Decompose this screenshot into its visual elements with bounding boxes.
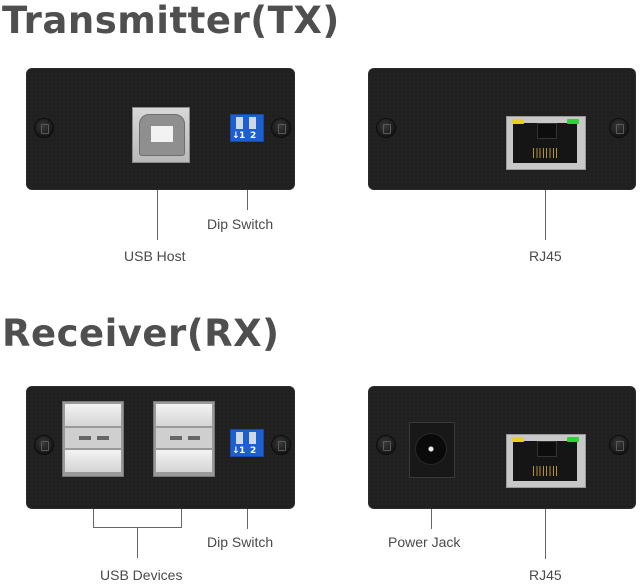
label-dip-switch: Dip Switch <box>207 534 274 550</box>
callout-line-rj45 <box>545 509 546 559</box>
callout-bracket-right <box>181 509 182 527</box>
callout-line-usb-host <box>157 190 158 240</box>
label-power-jack: Power Jack <box>388 534 461 550</box>
label-rj45: RJ45 <box>529 248 562 264</box>
dip-number-2: 2 <box>250 446 257 456</box>
rx-usb-panel: ↓ 1 2 <box>26 386 295 509</box>
label-rj45: RJ45 <box>529 567 562 583</box>
dip-switch: ↓ 1 2 <box>230 114 264 142</box>
screw-icon <box>35 436 53 454</box>
receiver-title: Receiver(RX) <box>2 312 280 355</box>
screw-icon <box>272 119 290 137</box>
label-dip-switch: Dip Switch <box>207 216 274 232</box>
transmitter-title: Transmitter(TX) <box>2 0 340 42</box>
led-green-indicator <box>567 437 579 442</box>
tx-usb-panel: ↓ 1 2 <box>26 68 295 190</box>
dip-arrow-icon: ↓ <box>232 131 240 141</box>
callout-line-rj45 <box>545 190 546 240</box>
screw-icon <box>272 436 290 454</box>
screw-icon <box>610 119 628 137</box>
usb-b-port <box>132 107 190 163</box>
label-usb-devices: USB Devices <box>100 567 183 583</box>
screw-icon <box>610 436 628 454</box>
label-usb-host: USB Host <box>124 248 186 264</box>
led-yellow-indicator <box>512 437 524 442</box>
dip-number-2: 2 <box>250 131 257 141</box>
rj45-port <box>506 434 586 488</box>
led-yellow-indicator <box>512 119 524 124</box>
screw-icon <box>377 119 395 137</box>
dip-switch: ↓ 1 2 <box>230 429 264 457</box>
callout-line-dip-switch <box>247 509 248 529</box>
screw-icon <box>377 436 395 454</box>
dip-number-1: 1 <box>239 131 246 141</box>
led-green-indicator <box>567 119 579 124</box>
rx-power-rj45-panel <box>368 386 636 509</box>
callout-line-dip-switch <box>247 190 248 210</box>
callout-line-usb-devices <box>137 527 138 558</box>
power-jack <box>409 422 455 478</box>
dip-arrow-icon: ↓ <box>232 446 240 456</box>
tx-rj45-panel <box>368 68 636 190</box>
rj45-port <box>506 116 586 170</box>
screw-icon <box>35 119 53 137</box>
callout-bracket-left <box>93 509 94 527</box>
callout-line-power-jack <box>431 509 432 529</box>
usb-a-port-stack-2 <box>153 401 215 477</box>
dip-number-1: 1 <box>239 446 246 456</box>
usb-a-port-stack-1 <box>62 401 124 477</box>
